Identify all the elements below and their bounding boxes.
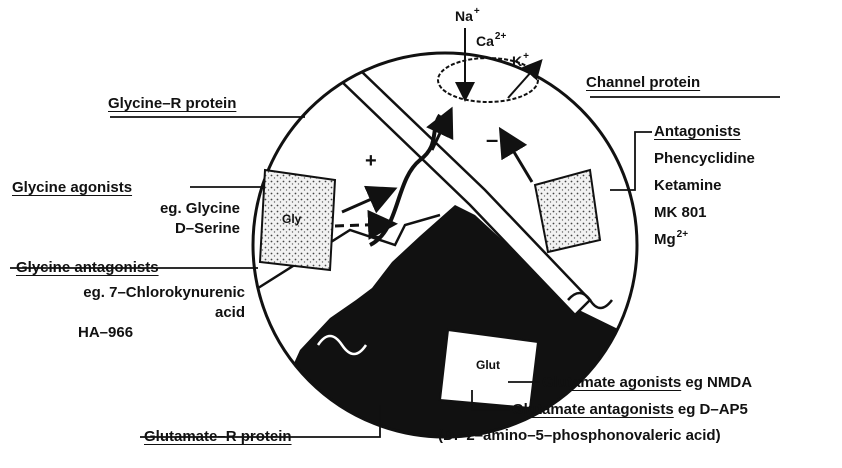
mg-text: Mg [654, 231, 676, 248]
glycine-antagonists-line3: HA–966 [78, 323, 133, 343]
glutamate-agonists-example: eg NMDA [681, 374, 752, 391]
glycine-agonists-line2: D–Serine [90, 219, 240, 239]
antagonists-title: Antagonists [654, 122, 741, 142]
glutamate-antagonists-fullname: (D.–2–amino–5–phosphonovaleric acid) [438, 426, 721, 446]
glycine-antagonists-line2: acid [40, 303, 245, 323]
glutamate-antagonists-label: Glutamate antagonists eg D–AP5 [512, 400, 748, 420]
na-ion-text: Na [455, 8, 473, 24]
gly-box-label: Gly [282, 212, 301, 226]
glycine-inhibition-arrow [335, 224, 392, 226]
glycine-r-protein-label: Glycine–R protein [108, 94, 236, 114]
k-ion-text: K [512, 53, 522, 69]
plus-sign: + [365, 151, 377, 171]
antagonist-ketamine: Ketamine [654, 176, 722, 196]
glutamate-antagonists-example: eg D–AP5 [674, 401, 748, 418]
antagonist-mk801: MK 801 [654, 203, 707, 223]
ca-ion-text: Ca [476, 33, 494, 49]
na-ion-charge: + [474, 6, 480, 17]
glycine-antagonists-line1: eg. 7–Chlorokynurenic [40, 283, 245, 303]
antagonist-phencyclidine: Phencyclidine [654, 149, 755, 169]
k-ion-charge: + [523, 51, 529, 62]
k-ion-label: K+ [512, 51, 529, 74]
glutamate-r-protein-label: Glutamate–R protein [144, 427, 292, 447]
minus-sign-right: – [486, 130, 498, 150]
antagonist-site-box [535, 170, 600, 252]
glycine-agonists-line1: eg. Glycine [90, 199, 240, 219]
ca-ion-label: Ca2+ [476, 31, 506, 54]
glycine-agonists-title: Glycine agonists [12, 178, 132, 198]
glycine-activation-arrow [342, 190, 392, 212]
glycine-antagonists-title: Glycine antagonists [16, 258, 159, 278]
glutamate-agonists-title: Glutamate agonists [542, 374, 681, 391]
antagonist-block-arrow [502, 132, 532, 182]
glutamate-agonists-label: Glutamate agonists eg NMDA [542, 373, 752, 393]
na-ion-label: Na+ [455, 6, 480, 29]
glut-box-label: Glut [476, 358, 500, 372]
ca-ion-charge: 2+ [495, 31, 506, 42]
minus-sign-left: – [368, 226, 380, 246]
mg-charge: 2+ [677, 229, 688, 240]
antagonist-mg: Mg2+ [654, 230, 688, 252]
channel-protein-label: Channel protein [586, 73, 700, 93]
glutamate-antagonists-title: Glutamate antagonists [512, 401, 674, 418]
